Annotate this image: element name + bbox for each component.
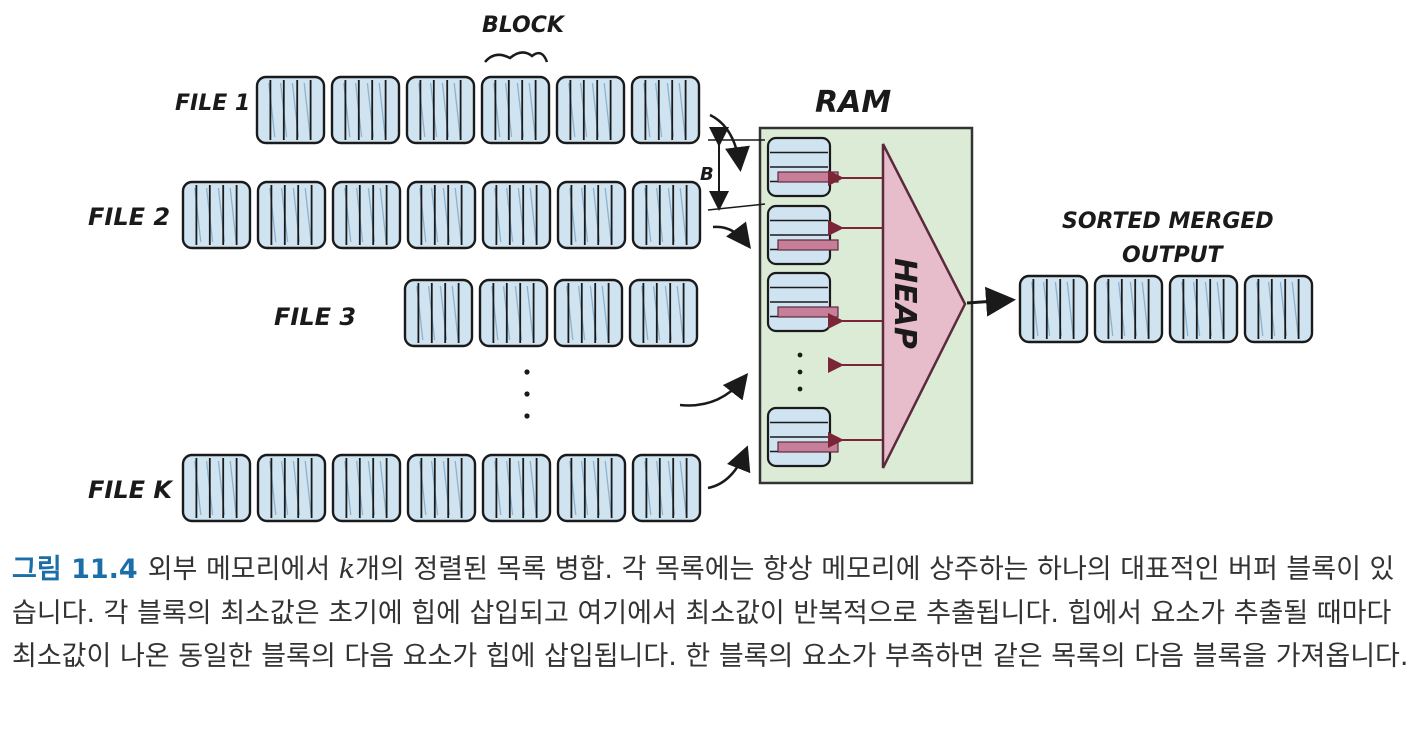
- file-3-block: [628, 278, 699, 348]
- file-2-block: [256, 180, 327, 250]
- buffer-size-marker: B: [700, 127, 766, 211]
- file-k-block: [556, 453, 627, 523]
- file-k-block: [481, 453, 552, 523]
- file-k-blocks: [181, 453, 702, 523]
- output-label-line1: SORTED MERGED: [1062, 209, 1274, 234]
- file-2-label: FILE 2: [88, 203, 170, 231]
- file-2-blocks: [181, 180, 702, 250]
- file-1-block: [480, 75, 551, 145]
- ram-buffers-ellipsis: [797, 352, 803, 392]
- block-brace: [484, 51, 549, 63]
- output-block: [1168, 274, 1239, 344]
- file-1-blocks: [255, 75, 701, 145]
- figure-caption: 그림 11.4 외부 메모리에서 k개의 정렬된 목록 병합. 각 목록에는 항상…: [12, 548, 1417, 679]
- caption-text-start: 외부 메모리에서: [147, 554, 339, 585]
- file-2-block: [631, 180, 702, 250]
- file-k-label: FILE K: [88, 476, 174, 504]
- file-to-ram-arrows: [679, 113, 752, 490]
- file-3-blocks: [403, 278, 699, 348]
- ram-label: RAM: [815, 85, 891, 120]
- ram-buffer-block: [766, 406, 839, 468]
- ram-buffer-block: [766, 204, 839, 266]
- external-merge-diagram: BLOCK FILE 1 FILE 2 FILE 3 FILE K RAM SO…: [88, 13, 1314, 523]
- ram-buffers: [766, 136, 839, 468]
- ram-buffer-block: [766, 136, 839, 198]
- file-k-arrow: [707, 445, 751, 490]
- file-3-block: [553, 278, 624, 348]
- block-label: BLOCK: [482, 13, 566, 38]
- output-block: [1018, 274, 1089, 344]
- output-label-line2: OUTPUT: [1122, 243, 1225, 268]
- heap-to-output-arrow: [966, 286, 1016, 317]
- file-1-block: [330, 75, 401, 145]
- file-1-block: [555, 75, 626, 145]
- ram-buffer-block: [766, 271, 839, 333]
- caption-text-end: 개의 정렬된 목록 병합. 각 목록에는 항상 메모리에 상주하는 하나의 대표…: [12, 554, 1409, 672]
- file-1-block: [255, 75, 326, 145]
- file-2-block: [331, 180, 402, 250]
- file-3-block: [403, 278, 474, 348]
- ram-buffer-head-slot: [777, 171, 839, 183]
- output-block: [1093, 274, 1164, 344]
- file-2-arrow: [712, 221, 752, 249]
- ram-buffer-head-slot: [777, 239, 839, 251]
- heap-insert-arrows: [828, 170, 882, 448]
- file-3-arrow: [679, 373, 749, 407]
- file-2-block: [481, 180, 552, 250]
- ram-buffer-head-slot: [777, 441, 839, 453]
- more-files-ellipsis: [524, 369, 530, 419]
- file-2-block: [556, 180, 627, 250]
- file-1-block: [630, 75, 701, 145]
- ram-buffer-head-slot: [777, 306, 839, 318]
- caption-k: k: [338, 554, 356, 585]
- figure-number: 그림 11.4: [12, 554, 138, 585]
- file-k-block: [331, 453, 402, 523]
- output-blocks: [1018, 274, 1314, 344]
- file-1-block: [405, 75, 476, 145]
- heap-label: HEAP: [887, 258, 922, 349]
- output-block: [1243, 274, 1314, 344]
- file-k-block: [181, 453, 252, 523]
- file-k-block: [406, 453, 477, 523]
- file-2-block: [181, 180, 252, 250]
- file-3-label: FILE 3: [274, 303, 356, 331]
- file-k-block: [256, 453, 327, 523]
- file-3-block: [478, 278, 549, 348]
- file-1-arrow: [709, 113, 750, 172]
- file-2-block: [406, 180, 477, 250]
- file-k-block: [631, 453, 702, 523]
- buffer-size-label: B: [700, 164, 714, 185]
- file-1-label: FILE 1: [175, 91, 250, 116]
- heap-triangle: [881, 143, 967, 469]
